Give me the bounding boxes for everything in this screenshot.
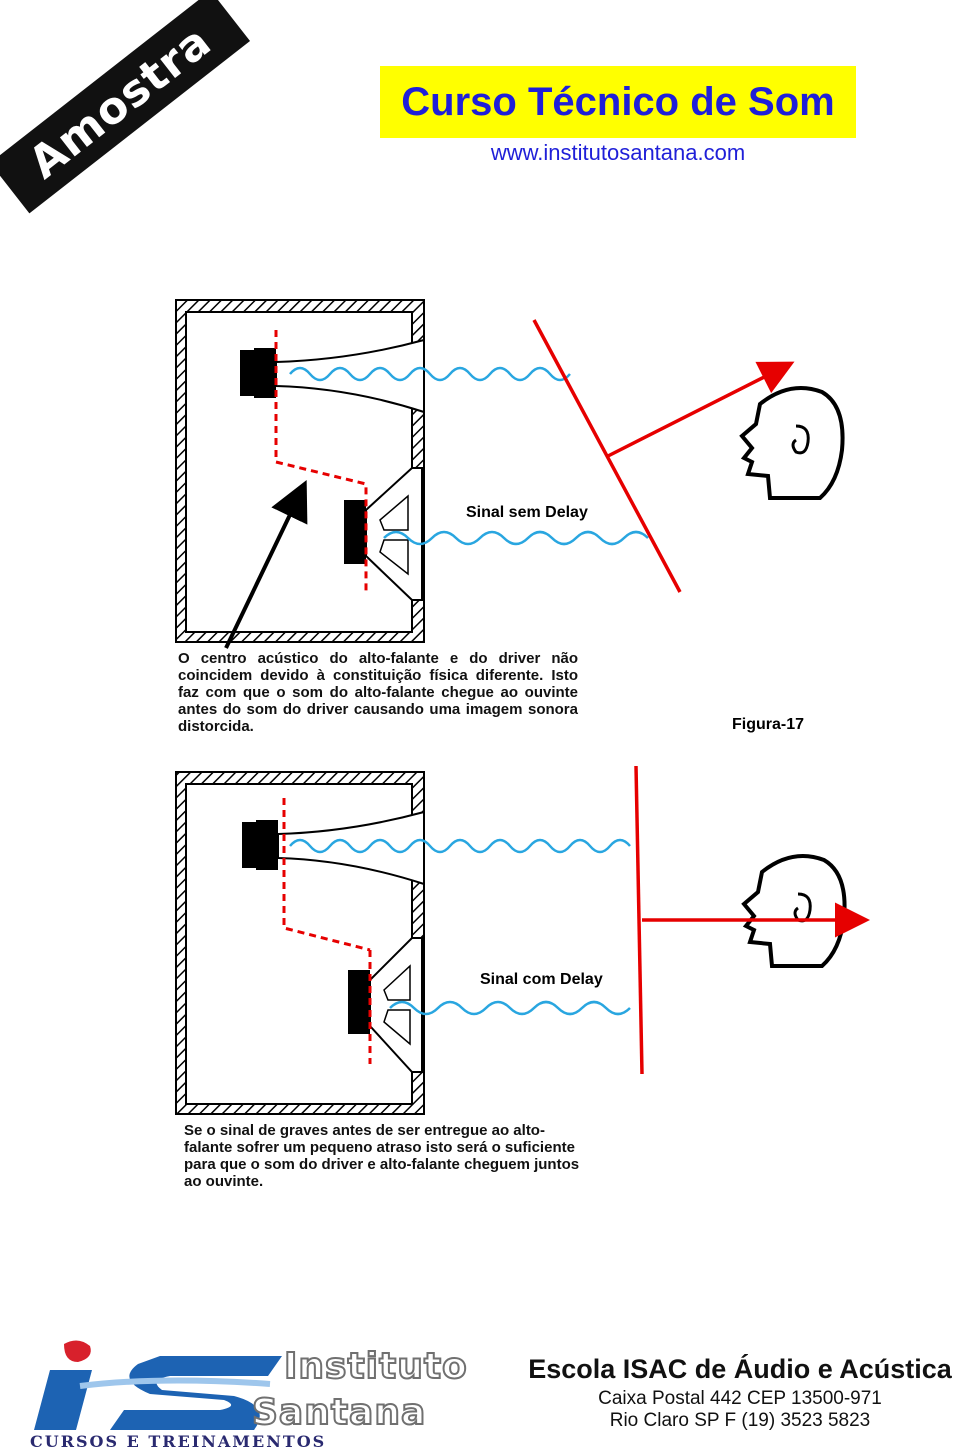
figure-17-diagram: [175, 299, 870, 1115]
figure-label: Figura-17: [732, 716, 805, 733]
logo-text-santana: Santana: [251, 1391, 427, 1434]
page-title: Curso Técnico de Som: [401, 79, 835, 124]
label-sinal-sem-delay: Sinal sem Delay: [466, 504, 588, 521]
logo-is-mark: [34, 1340, 282, 1430]
acoustic-center-line-2a: [282, 798, 371, 952]
woofer-wave-1: [383, 530, 649, 546]
listener-head-2: [741, 854, 847, 968]
speaker-cabinet-2: [175, 771, 425, 1115]
woofer-wave-2: [389, 1000, 631, 1016]
logo-tagline: CURSOS E TREINAMENTOS: [30, 1432, 327, 1451]
driver-horn-1: [240, 338, 425, 414]
driver-wave-2: [289, 838, 631, 854]
logo-letters: [34, 1340, 282, 1430]
acoustic-center-line-1: [274, 330, 368, 592]
wavefront-line-1: [532, 319, 682, 593]
acoustic-center-arrow: [224, 479, 308, 649]
driver-wave-1: [289, 366, 571, 382]
address-line-2: Rio Claro SP F (19) 3523 5823: [609, 1410, 871, 1431]
woofer-1: [344, 467, 423, 601]
address-line-1: Caixa Postal 442 CEP 13500-971: [598, 1388, 882, 1409]
wavefront-line-2: [634, 765, 644, 1075]
website-url[interactable]: www.institutosantana.com: [490, 140, 746, 165]
logo-text-instituto: Instituto: [283, 1345, 468, 1388]
caption-diagram-1: O centro acústico do alto-falante e do d…: [178, 650, 578, 735]
speaker-cabinet-1: [175, 299, 425, 643]
woofer-2: [348, 937, 423, 1073]
caption-diagram-2: Se o sinal de graves antes de ser entreg…: [184, 1122, 580, 1190]
school-name: Escola ISAC de Áudio e Acústica: [528, 1354, 952, 1384]
direction-arrow-red-1: [607, 361, 795, 458]
title-banner: Curso Técnico de Som: [380, 66, 856, 138]
listener-head-1: [739, 386, 845, 500]
label-sinal-com-delay: Sinal com Delay: [480, 971, 603, 988]
driver-horn-2: [242, 810, 425, 886]
